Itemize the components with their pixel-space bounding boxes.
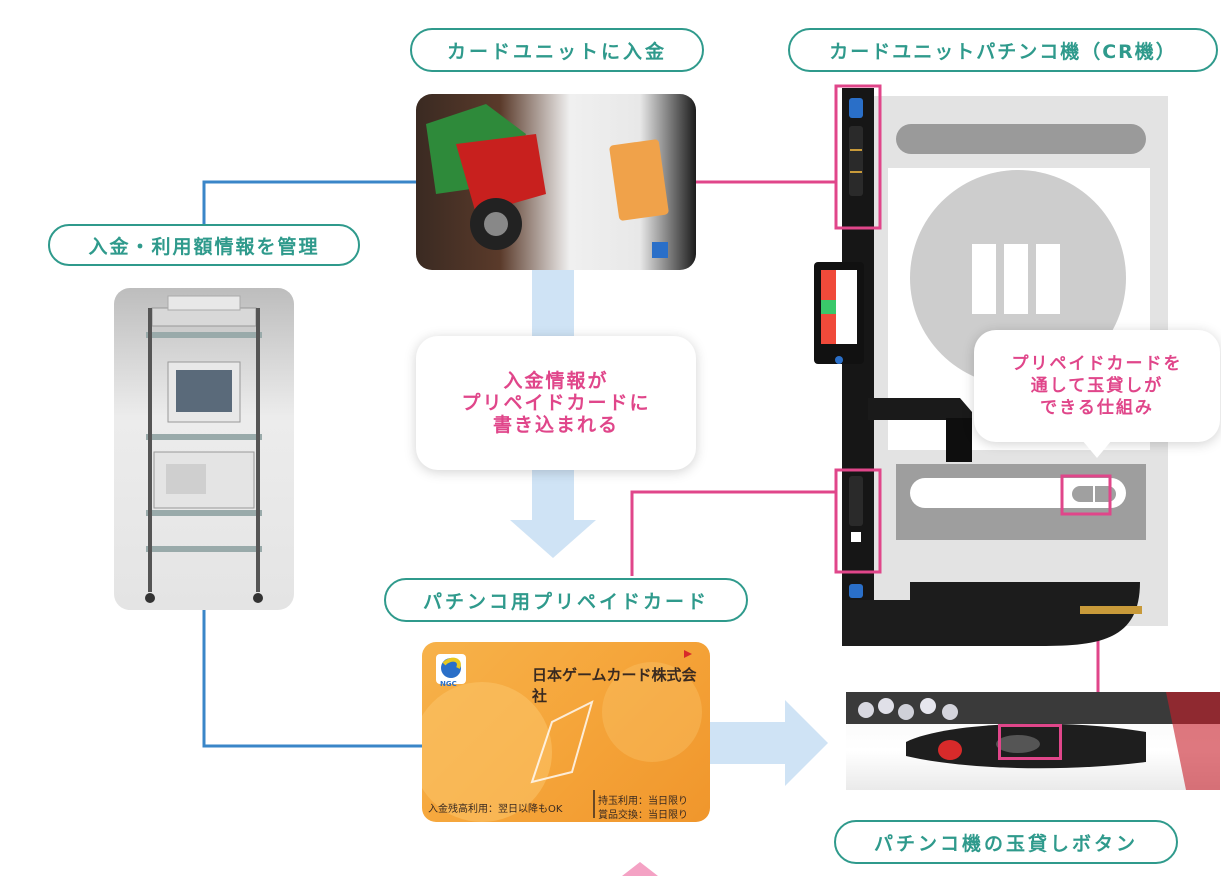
card-unit-body	[814, 88, 1142, 646]
card-balance-note: 入金残高利用：翌日以降もOK	[428, 804, 563, 815]
mechanism-line-1: プリペイドカードを	[1011, 354, 1183, 374]
card-insert-highlight	[834, 84, 882, 230]
write-info-line-2: プリペイドカードに	[461, 392, 651, 414]
management-label: 入金・利用額情報を管理	[48, 224, 360, 266]
mechanism-line-2: 通して玉貸しが	[1030, 376, 1164, 396]
mechanism-line-3: できる仕組み	[1040, 398, 1154, 418]
mechanism-bubble: プリペイドカードを 通して玉貸しが できる仕組み	[974, 330, 1220, 442]
write-info-line-3: 書き込まれる	[492, 414, 619, 436]
card-company-name: 日本ゲームカード株式会社	[532, 666, 697, 705]
lend-button-highlight	[998, 724, 1062, 760]
lend-slot-highlight	[1060, 474, 1112, 516]
card-unit-deposit-photo	[416, 94, 696, 270]
flow-arrow-bottom	[622, 862, 658, 876]
lend-button-photo	[846, 692, 1220, 790]
prepaid-card-label: パチンコ用プリペイドカード	[384, 578, 748, 622]
cr-machine-label: カードユニットパチンコ機（CR機）	[788, 28, 1218, 72]
management-connector-bottom	[202, 610, 422, 748]
card-slot-highlight	[834, 468, 882, 574]
card-ball-note: 持玉利用：当日限り	[598, 796, 688, 807]
write-info-bubble: 入金情報が プリペイドカードに 書き込まれる	[416, 336, 696, 470]
deposit-label: カードユニットに入金	[410, 28, 704, 72]
management-connector-top	[202, 180, 416, 226]
write-info-line-1: 入金情報が	[503, 370, 609, 392]
lend-button-label: パチンコ機の玉貸しボタン	[834, 820, 1178, 864]
card-prize-note: 賞品交換：当日限り	[598, 810, 688, 821]
card-slot-connector	[630, 490, 836, 576]
card-logo-text: NGC	[440, 680, 457, 688]
mechanism-bubble-tail	[1082, 440, 1112, 458]
flow-arrow-right	[710, 700, 828, 786]
management-computer-photo	[114, 288, 294, 610]
prepaid-card: NGC 日本ゲームカード株式会社 入金残高利用：翌日以降もOK 持玉利用：当日限…	[422, 642, 710, 822]
